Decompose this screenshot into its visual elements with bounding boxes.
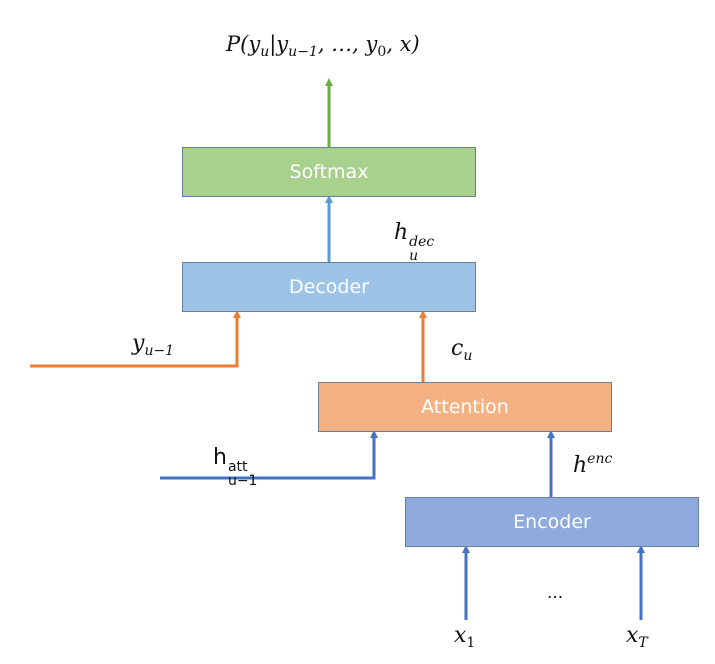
input-x1-label: x1 [454,623,476,651]
context-vector-label: cu [451,336,473,364]
input-ellipsis: ... [547,583,564,603]
encoder-block: Encoder [405,497,699,547]
input-xT-label: xT [626,623,648,651]
previous-output-label: yu−1 [132,331,175,359]
arrow-yprev-to-decoder [30,310,241,368]
encoder-hidden-label: henc [573,451,613,478]
attention-block: Attention [318,382,612,432]
softmax-block: Softmax [182,147,476,197]
arrow-hatt-to-attention [160,430,378,480]
output-probability-label: P(yu|yu−1, …, y0, x) [226,32,420,60]
decoder-block: Decoder [182,262,476,312]
